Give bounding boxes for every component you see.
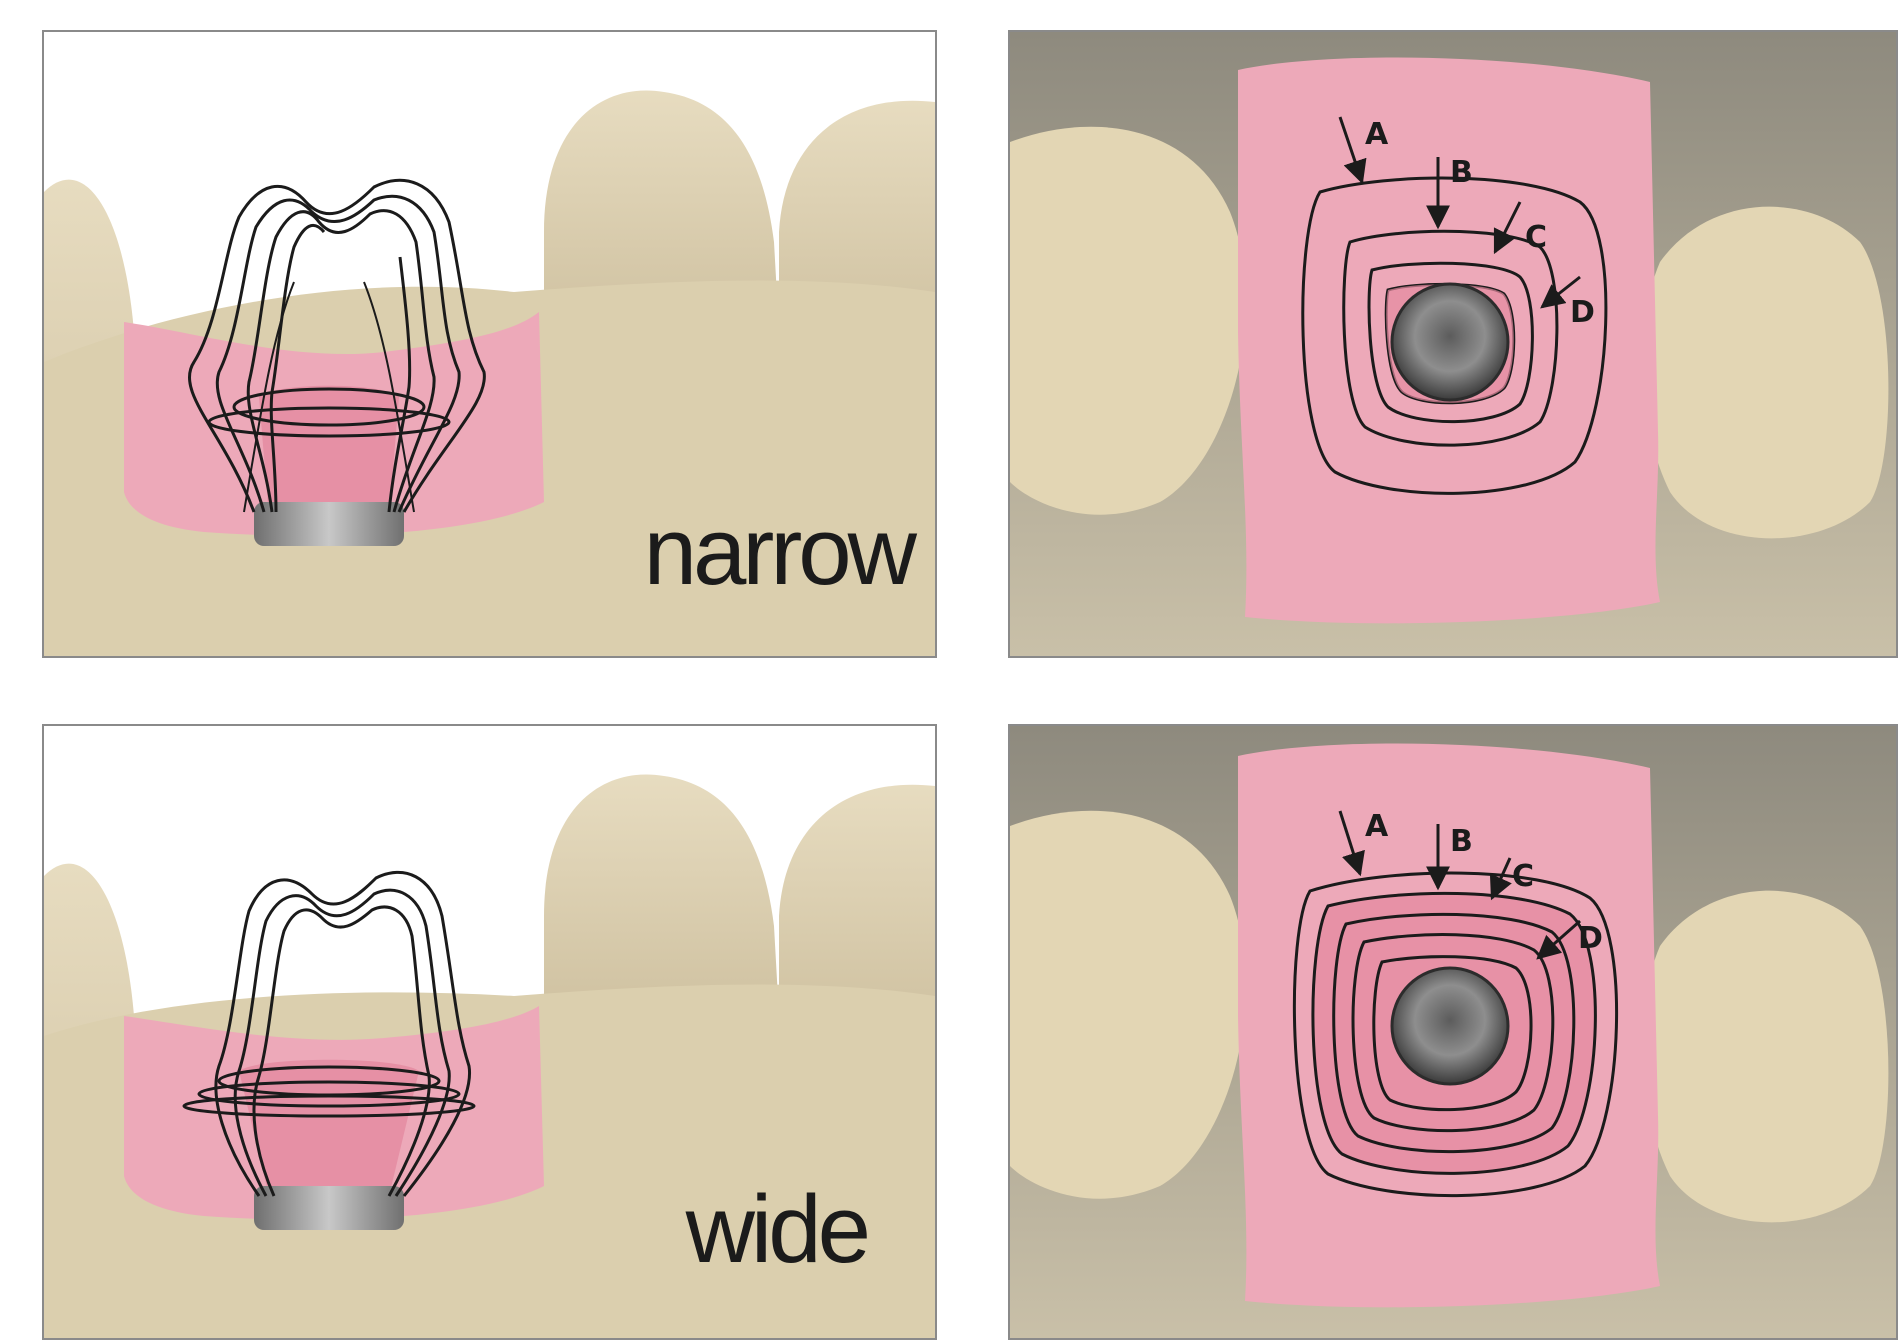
- zone-label-c: C: [1512, 859, 1534, 894]
- narrow-occlusal-illustration: A B C D: [1010, 32, 1896, 656]
- wide-side-view-panel: wide: [42, 724, 937, 1340]
- right-molar: [1642, 207, 1889, 539]
- narrow-occlusal-view-panel: A B C D: [1008, 30, 1898, 658]
- right-molar: [1642, 891, 1889, 1223]
- wide-occlusal-view-panel: A B C D: [1008, 724, 1898, 1340]
- zone-label-d: D: [1578, 921, 1603, 956]
- wide-occlusal-illustration: A B C D: [1010, 726, 1896, 1338]
- zone-label-b: B: [1450, 155, 1473, 190]
- abutment: [1392, 968, 1508, 1084]
- abutment: [1392, 284, 1508, 400]
- zone-label-a: A: [1365, 809, 1389, 844]
- implant-socket: [259, 386, 399, 517]
- wide-label: wide: [686, 1182, 867, 1278]
- zone-label-d: D: [1570, 295, 1595, 330]
- zone-label-a: A: [1365, 117, 1389, 152]
- narrow-label: narrow: [644, 504, 913, 600]
- narrow-side-view-panel: narrow: [42, 30, 937, 658]
- implant-fixture: [254, 1186, 404, 1230]
- zone-label-c: C: [1525, 220, 1547, 255]
- zone-label-b: B: [1450, 824, 1473, 859]
